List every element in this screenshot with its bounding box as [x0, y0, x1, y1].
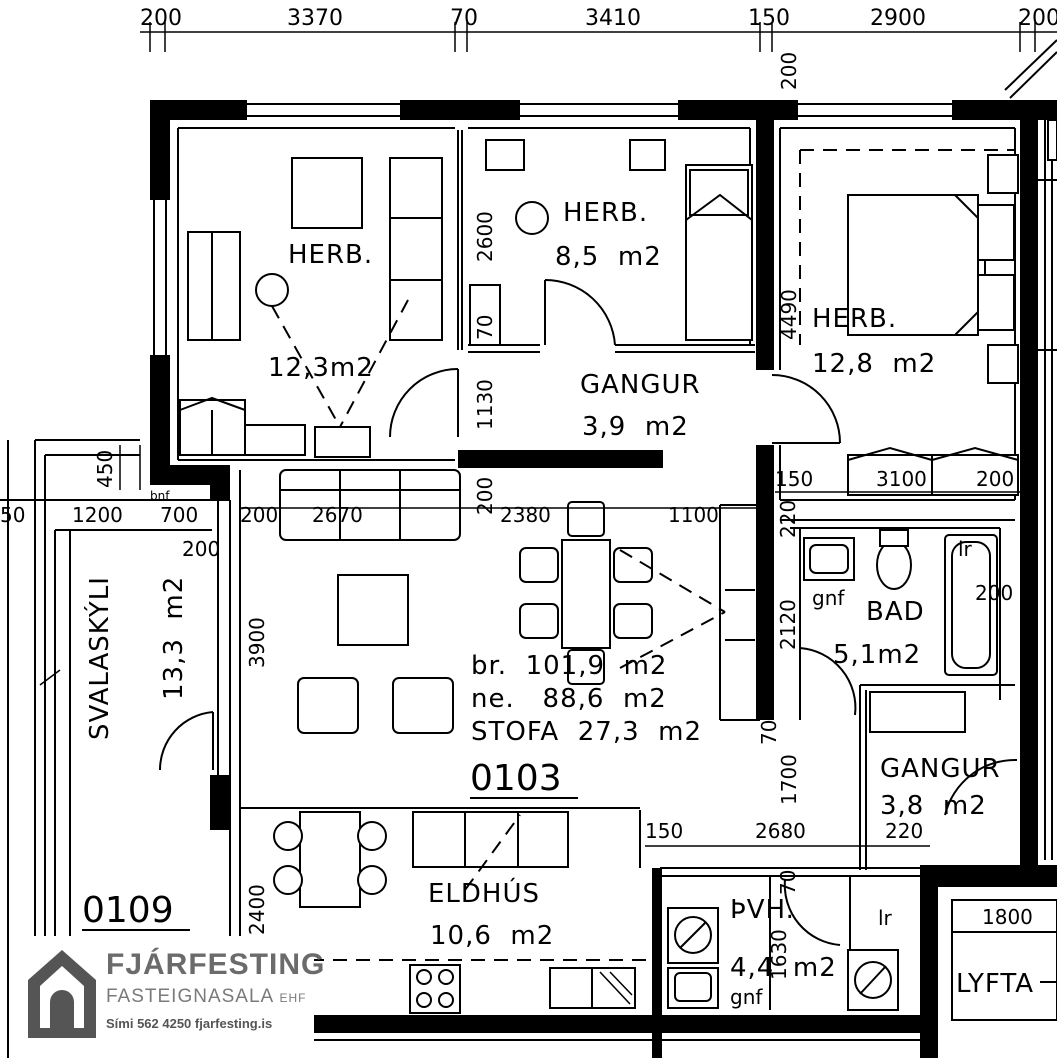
dim-top-150: 150 [748, 6, 790, 31]
logo-suffix: EHF [279, 991, 307, 1005]
dim-450: 450 [93, 450, 117, 488]
summary-net-area: ne. 88,6 m2 [471, 684, 667, 714]
dim-4490: 4490 [777, 289, 801, 340]
room-name-herb3: HERB. [812, 304, 897, 334]
dim-200-living: 200 [240, 503, 278, 527]
bed-herb1 [187, 231, 241, 341]
fixture-lr-laundry: lr [878, 906, 893, 930]
dim-top-200: 200 [140, 6, 182, 31]
dim-1200: 1200 [72, 503, 123, 527]
room-name-herb1: HERB. [288, 240, 373, 270]
dim-top-70: 70 [450, 6, 478, 31]
fixture-gnf-bath: gnf [812, 586, 845, 610]
room-area-gangur2: 3,8 m2 [880, 791, 987, 821]
dim-1700: 1700 [777, 754, 801, 805]
dim-70-laundry: 70 [776, 870, 800, 895]
dim-3100: 3100 [876, 467, 927, 491]
dim-200-balcony: 200 [182, 537, 220, 561]
dim-70-hall: 70 [757, 720, 781, 745]
room-area-thvh: 4,4 m2 [730, 953, 837, 983]
dim-2400: 2400 [245, 884, 269, 935]
room-labels: HERB. 12,3m2 HERB. 8,5 m2 HERB. 12,8 m2 … [83, 198, 1057, 999]
room-name-eldhus: ELDHÚS [428, 877, 540, 909]
dim-700: 700 [160, 503, 198, 527]
room-area-eldhus: 10,6 m2 [430, 921, 554, 951]
dim-2670: 2670 [312, 503, 363, 527]
room-area-gangur1: 3,9 m2 [582, 412, 689, 442]
room-area-svalaskyli: 13,3 m2 [159, 576, 189, 700]
room-name-herb2: HERB. [563, 198, 648, 228]
dim-220-bath: 220 [776, 500, 800, 538]
dim-150: 150 [775, 467, 813, 491]
room-name-gangur2: GANGUR [880, 754, 1001, 784]
fixture-gnf-laundry: gnf [730, 985, 763, 1009]
dim-200-bath: 200 [975, 581, 1013, 605]
doors [158, 278, 1018, 946]
fixture-lr-bath: lr [958, 537, 973, 561]
dim-200-vertical: 200 [777, 52, 801, 90]
dim-2600: 2600 [473, 211, 497, 262]
dimension-labels: 2600 70 1130 4490 150 3100 200 450 1200 … [0, 211, 1033, 980]
sofa [279, 469, 461, 541]
dim-70: 70 [473, 315, 497, 340]
room-area-herb3: 12,8 m2 [812, 349, 936, 379]
unit-number: 0103 [470, 758, 562, 799]
neighbor-unit-number: 0109 [82, 890, 174, 931]
dim-150-kitchen: 150 [645, 819, 683, 843]
kitchen-island [412, 811, 569, 868]
dim-2120: 2120 [776, 599, 800, 650]
dim-top-3370: 3370 [287, 6, 343, 31]
dim-200-bedroom: 200 [976, 467, 1014, 491]
dim-top-2900: 2900 [870, 6, 926, 31]
dim-1130: 1130 [473, 379, 497, 430]
dim-50: 50 [0, 503, 25, 527]
room-name-lyfta: LYFTA [956, 969, 1034, 999]
dim-220-hall: 220 [885, 819, 923, 843]
logo-contact: Sími 562 4250 fjarfesting.is [106, 1016, 273, 1031]
dim-200-hall: 200 [473, 477, 497, 515]
logo-subtitle: FASTEIGNASALA EHF [106, 986, 306, 1008]
walls [150, 100, 1057, 1058]
top-dimension-line: 200 3370 70 3410 150 2900 200 200 [140, 6, 1057, 99]
logo-subtitle-text: FASTEIGNASALA [106, 986, 274, 1007]
room-name-bad: BAD [866, 597, 925, 627]
summary-stofa-area: STOFA 27,3 m2 [471, 717, 702, 747]
desk-herb1 [291, 157, 363, 229]
dim-2680: 2680 [755, 819, 806, 843]
dining-table [561, 539, 611, 649]
room-name-thvh: ÞVH. [730, 895, 795, 925]
area-summary: br. 101,9 m2 ne. 88,6 m2 STOFA 27,3 m2 0… [82, 651, 702, 931]
dim-1800: 1800 [982, 905, 1033, 929]
dim-1100: 1100 [668, 503, 719, 527]
room-area-bad: 5,1m2 [833, 640, 921, 670]
house-logo-icon [28, 950, 96, 1038]
logo-name: FJÁRFESTING [106, 948, 326, 981]
room-name-gangur1: GANGUR [580, 370, 701, 400]
windows [1038, 110, 1057, 860]
room-name-svalaskyli: SVALASKÝLI [83, 576, 115, 740]
kitchen-table [299, 811, 361, 908]
summary-gross-area: br. 101,9 m2 [471, 651, 667, 681]
dim-1630: 1630 [767, 929, 791, 980]
room-area-herb2: 8,5 m2 [555, 242, 662, 272]
dim-2380: 2380 [500, 503, 551, 527]
dim-top-200-right: 200 [1018, 6, 1057, 31]
dim-top-3410: 3410 [585, 6, 641, 31]
coffee-table [337, 574, 409, 646]
agency-logo: FJÁRFESTING FASTEIGNASALA EHF Sími 562 4… [14, 936, 324, 1058]
bed-herb3 [847, 194, 979, 336]
room-area-herb1: 12,3m2 [268, 353, 374, 383]
dim-3900: 3900 [245, 617, 269, 668]
fixture-bnf: bnf [150, 489, 170, 503]
furniture [179, 139, 1057, 1041]
fixture-labels: gnf gnf lr lr bnf [150, 489, 973, 1009]
